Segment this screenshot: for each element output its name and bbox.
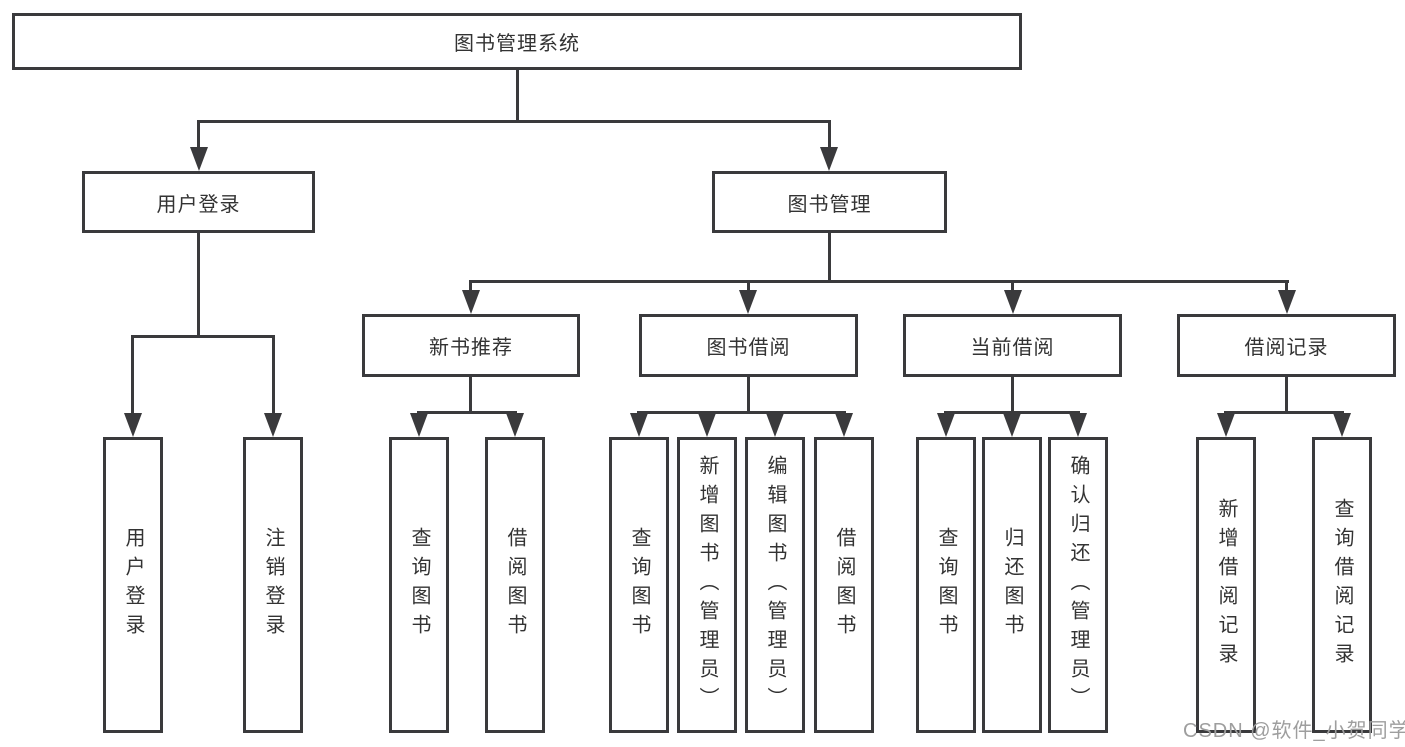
leaf-query-books-recommend-label: 查询图书 — [408, 527, 430, 643]
arrow-down-icon — [264, 413, 282, 437]
leaf-return-book-label: 归还图书 — [1001, 527, 1023, 643]
arrow-down-icon — [630, 413, 648, 437]
arrow-down-icon — [937, 413, 955, 437]
node-root: 图书管理系统 — [12, 13, 1022, 70]
arrow-down-icon — [1069, 413, 1087, 437]
leaf-borrow-books-label: 借阅图书 — [833, 527, 855, 643]
leaf-confirm-return-admin: 确认归还（管理员） — [1048, 437, 1108, 733]
leaf-add-borrow-record: 新增借阅记录 — [1196, 437, 1256, 733]
arrow-down-icon — [1278, 290, 1296, 314]
leaf-edit-book-admin-label: 编辑图书（管理员） — [764, 454, 786, 716]
leaf-query-books-borrow: 查询图书 — [609, 437, 669, 733]
leaf-edit-book-admin: 编辑图书（管理员） — [745, 437, 805, 733]
node-borrow-records: 借阅记录 — [1177, 314, 1396, 377]
leaf-query-borrow-record: 查询借阅记录 — [1312, 437, 1372, 733]
leaf-query-books-current: 查询图书 — [916, 437, 976, 733]
arrow-down-icon — [835, 413, 853, 437]
leaf-query-books-borrow-label: 查询图书 — [628, 527, 650, 643]
leaf-logout-label: 注销登录 — [262, 527, 284, 643]
arrow-down-icon — [1003, 413, 1021, 437]
leaf-borrow-books-recommend: 借阅图书 — [485, 437, 545, 733]
arrow-down-icon — [124, 413, 142, 437]
arrow-down-icon — [766, 413, 784, 437]
leaf-query-books-current-label: 查询图书 — [935, 527, 957, 643]
leaf-query-borrow-record-label: 查询借阅记录 — [1331, 498, 1353, 672]
node-book-borrow: 图书借阅 — [639, 314, 858, 377]
leaf-add-book-admin: 新增图书（管理员） — [677, 437, 737, 733]
arrow-down-icon — [410, 413, 428, 437]
node-new-book-recommend: 新书推荐 — [362, 314, 580, 377]
arrow-down-icon — [739, 290, 757, 314]
arrow-down-icon — [1217, 413, 1235, 437]
arrow-down-icon — [506, 413, 524, 437]
leaf-return-book: 归还图书 — [982, 437, 1042, 733]
leaf-logout: 注销登录 — [243, 437, 303, 733]
leaf-query-books-recommend: 查询图书 — [389, 437, 449, 733]
arrow-down-icon — [698, 413, 716, 437]
leaf-user-login-label: 用户登录 — [122, 527, 144, 643]
node-current-borrow: 当前借阅 — [903, 314, 1122, 377]
node-book-management: 图书管理 — [712, 171, 947, 233]
arrow-down-icon — [190, 147, 208, 171]
leaf-borrow-books: 借阅图书 — [814, 437, 874, 733]
leaf-confirm-return-admin-label: 确认归还（管理员） — [1067, 454, 1089, 716]
arrow-down-icon — [1004, 290, 1022, 314]
arrow-down-icon — [1333, 413, 1351, 437]
node-user-login: 用户登录 — [82, 171, 315, 233]
arrow-down-icon — [820, 147, 838, 171]
leaf-add-book-admin-label: 新增图书（管理员） — [696, 454, 718, 716]
leaf-borrow-books-recommend-label: 借阅图书 — [504, 527, 526, 643]
leaf-user-login: 用户登录 — [103, 437, 163, 733]
watermark: CSDN @软件_小贺同学 — [1183, 720, 1405, 742]
arrow-down-icon — [462, 290, 480, 314]
leaf-add-borrow-record-label: 新增借阅记录 — [1215, 498, 1237, 672]
